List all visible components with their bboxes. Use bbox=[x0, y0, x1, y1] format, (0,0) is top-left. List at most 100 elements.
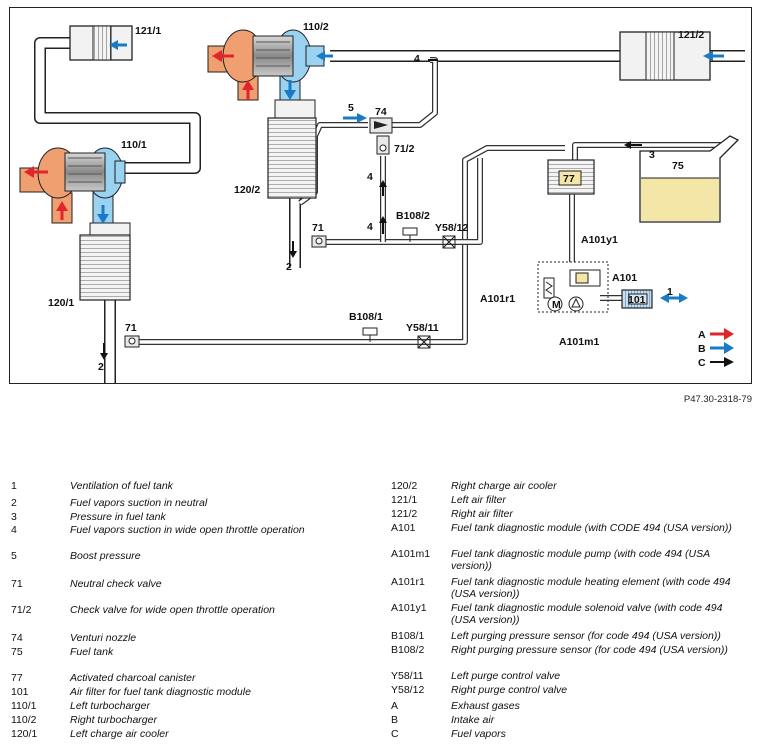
legend-description: Right turbocharger bbox=[70, 714, 157, 726]
legend-description: Left purge control valve bbox=[451, 670, 561, 682]
legend-description: Fuel vapors bbox=[451, 728, 506, 740]
legend-code: 1 bbox=[11, 480, 17, 492]
flow-label-3: 3 bbox=[649, 149, 655, 161]
legend-description: Left turbocharger bbox=[70, 700, 150, 712]
legend-code: 5 bbox=[11, 550, 17, 562]
neutral-check-valve-right bbox=[311, 235, 327, 248]
legend-description: Fuel tank diagnostic module pump (with c… bbox=[451, 548, 710, 572]
legend-code: 71/2 bbox=[11, 604, 32, 616]
legend-description: Fuel tank diagnostic module solenoid val… bbox=[451, 602, 723, 626]
key-arrows bbox=[710, 328, 734, 367]
legend-code: A bbox=[391, 700, 399, 712]
label-diag-air-filter: 101 bbox=[628, 294, 646, 306]
flow-arrows bbox=[24, 40, 724, 360]
label-left-turbocharger: 110/1 bbox=[121, 139, 147, 151]
legend-code: 110/2 bbox=[11, 714, 37, 726]
legend-description: Right air filter bbox=[451, 508, 513, 520]
legend-code: 101 bbox=[11, 686, 29, 698]
key-label-c: C bbox=[698, 357, 706, 369]
label-purge-valve-right: Y58/12 bbox=[435, 222, 468, 234]
legend-description: Check valve for wide open throttle opera… bbox=[70, 604, 275, 616]
legend-code: 4 bbox=[11, 524, 17, 536]
legend-description: Fuel tank diagnostic module heating elem… bbox=[451, 576, 731, 600]
label-a101r1: A101r1 bbox=[480, 293, 515, 305]
system-diagram: 121/1 121/2 110/1 110/2 120/1 120/2 74 7… bbox=[19, 21, 745, 383]
purge-valve-right bbox=[442, 235, 456, 249]
label-neutral-check-valve-right: 71 bbox=[312, 222, 324, 234]
label-right-charge-air-cooler: 120/2 bbox=[234, 184, 260, 196]
diagram-panel: 121/1 121/2 110/1 110/2 120/1 120/2 74 7… bbox=[9, 7, 752, 384]
label-right-air-filter: 121/2 bbox=[678, 29, 704, 41]
legend-code: 2 bbox=[11, 497, 17, 509]
legend-code: 120/1 bbox=[11, 728, 38, 740]
legend-code: A101r1 bbox=[391, 576, 425, 588]
charcoal-canister bbox=[547, 159, 595, 195]
label-right-turbocharger: 110/2 bbox=[303, 21, 329, 33]
legend-code: B108/1 bbox=[391, 630, 425, 642]
legend-code: 121/2 bbox=[391, 508, 418, 520]
label-left-air-filter: 121/1 bbox=[135, 25, 161, 37]
flow-label-4-top: 4 bbox=[414, 53, 420, 65]
label-a101: A101 bbox=[612, 272, 637, 284]
legend-description: Pressure in fuel tank bbox=[70, 511, 166, 523]
label-purging-sensor-left: B108/1 bbox=[349, 311, 383, 323]
label-venturi-nozzle: 74 bbox=[375, 106, 387, 118]
legend-description: Fuel vapors suction in wide open throttl… bbox=[70, 524, 305, 536]
right-turbocharger bbox=[207, 29, 325, 101]
right-charge-air-cooler bbox=[267, 99, 317, 199]
label-motor: M bbox=[552, 299, 561, 311]
label-purging-sensor-right: B108/2 bbox=[396, 210, 430, 222]
legend-description: Left air filter bbox=[451, 494, 506, 506]
left-air-filter bbox=[69, 25, 133, 61]
flow-label-2-left: 2 bbox=[98, 361, 104, 373]
legend-description: Fuel vapors suction in neutral bbox=[70, 497, 208, 509]
venturi-nozzle bbox=[369, 117, 393, 134]
diagnostic-module bbox=[537, 261, 609, 313]
legend-code: Y58/11 bbox=[391, 670, 424, 682]
legend-description: Right charge air cooler bbox=[451, 480, 557, 492]
left-charge-air-cooler bbox=[79, 222, 131, 301]
neutral-check-valve-left bbox=[124, 335, 140, 348]
flow-label-5: 5 bbox=[348, 102, 354, 114]
legend-code: C bbox=[391, 728, 399, 740]
legend-description: Air filter for fuel tank diagnostic modu… bbox=[70, 686, 251, 698]
legend-description: Right purging pressure sensor (for code … bbox=[451, 644, 728, 656]
legend-code: B bbox=[391, 714, 399, 726]
flow-label-4-low: 4 bbox=[367, 221, 373, 233]
diag-air-filter bbox=[621, 289, 653, 309]
legend-code: 3 bbox=[11, 511, 17, 523]
purging-sensor-right bbox=[402, 227, 418, 242]
legend-code: 75 bbox=[11, 646, 23, 658]
wot-check-valve bbox=[376, 135, 390, 155]
legend-code: 121/1 bbox=[391, 494, 418, 506]
legend-code: B108/2 bbox=[391, 644, 425, 656]
legend-code: A101m1 bbox=[391, 548, 431, 560]
flow-label-2-right: 2 bbox=[286, 261, 292, 273]
legend-description: Venturi nozzle bbox=[70, 632, 137, 644]
purge-valve-left bbox=[417, 335, 431, 349]
figure-code: P47.30-2318-79 bbox=[683, 394, 752, 405]
legend-code: 120/2 bbox=[391, 480, 418, 492]
key-label-b: B bbox=[698, 343, 706, 355]
legend-description: Exhaust gases bbox=[451, 700, 520, 712]
legend-description: Boost pressure bbox=[70, 550, 141, 562]
legend-code: 71 bbox=[11, 578, 23, 590]
label-charcoal-canister: 77 bbox=[563, 173, 575, 185]
legend-code: A101 bbox=[391, 522, 416, 534]
legend-code: A101y1 bbox=[391, 602, 427, 614]
label-a101m1: A101m1 bbox=[559, 336, 599, 348]
legend-description: Activated charcoal canister bbox=[70, 672, 196, 684]
label-left-charge-air-cooler: 120/1 bbox=[48, 297, 74, 309]
legend-description: Fuel tank bbox=[70, 646, 114, 658]
legend-description: Left charge air cooler bbox=[70, 728, 169, 740]
legend-code: 110/1 bbox=[11, 700, 37, 712]
right-air-filter bbox=[619, 31, 711, 81]
left-turbocharger bbox=[19, 147, 126, 224]
legend-code: 74 bbox=[11, 632, 23, 644]
label-a101y1: A101y1 bbox=[581, 234, 618, 246]
flow-label-1: 1 bbox=[667, 286, 673, 298]
legend-description: Right purge control valve bbox=[451, 684, 568, 696]
legend-description: Left purging pressure sensor (for code 4… bbox=[451, 630, 721, 642]
label-purge-valve-left: Y58/11 bbox=[406, 322, 439, 334]
fuel-tank bbox=[639, 135, 740, 223]
